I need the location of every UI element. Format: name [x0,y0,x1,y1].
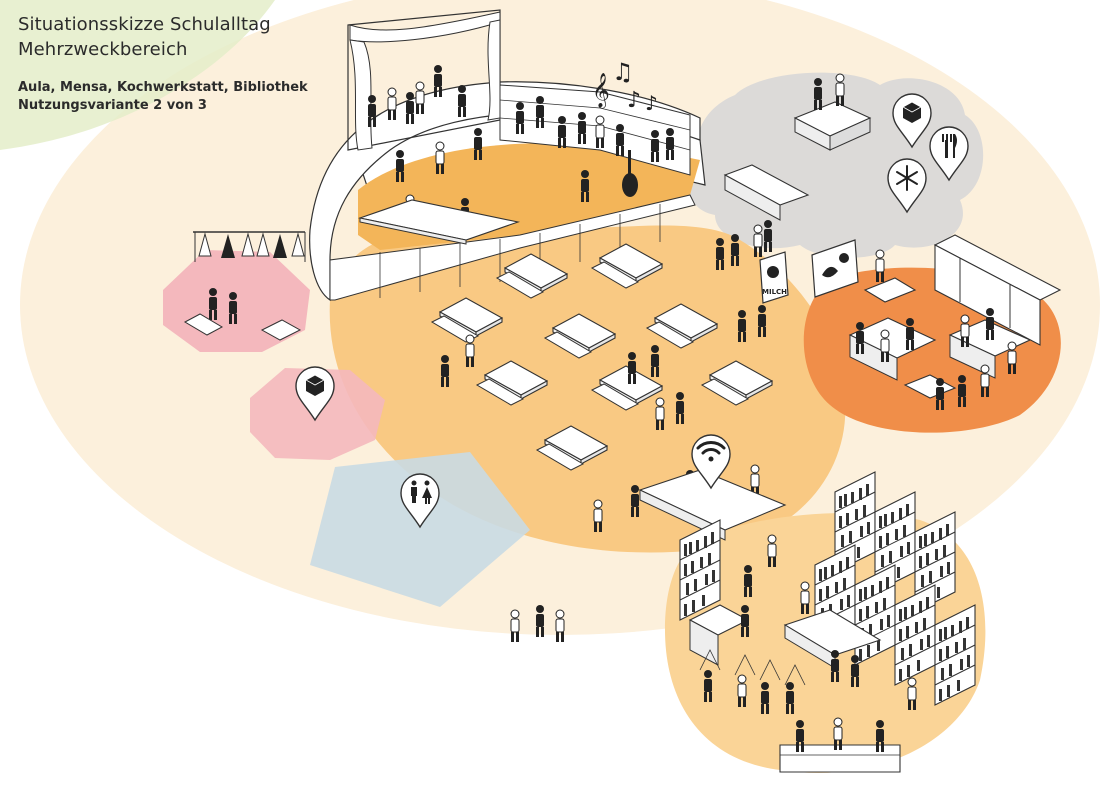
library [679,471,976,773]
storage-area [723,73,872,221]
stage-table [357,199,521,245]
title-block: Situationsskizze Schulalltag Mehrzweckbe… [18,12,308,115]
corner-zone [0,0,275,150]
toilet-zone [310,452,530,607]
snowflake-icon [887,158,927,213]
cutlery-icon [929,126,969,181]
music-notes-icon: 𝄞 ♫ ♪ ♪ [592,58,658,115]
svg-text:♪: ♪ [627,88,641,113]
milch-label: MILCH [762,288,787,296]
milch-sign: MILCH [759,251,789,304]
stage-performers [368,65,674,230]
svg-text:𝄞: 𝄞 [592,73,610,109]
variant-label: Nutzungsvariante 2 von 3 [18,98,207,113]
page-title-line-2: Mehrzweckbereich [18,39,188,60]
page-title: Situationsskizze Schulalltag [18,14,271,35]
wifi-icon [691,434,731,489]
toilet-icon [400,473,440,528]
kitchen-sign [811,239,859,298]
lounge-seating [638,469,787,541]
svg-text:♪: ♪ [645,91,658,115]
storage-icon [892,93,932,148]
subtitle: Aula, Mensa, Kochwerkstatt, Bibliothek [18,80,308,95]
svg-text:♫: ♫ [612,58,634,86]
cloakroom [183,231,306,341]
kitchen [848,234,1062,410]
storage-icon [295,366,335,421]
